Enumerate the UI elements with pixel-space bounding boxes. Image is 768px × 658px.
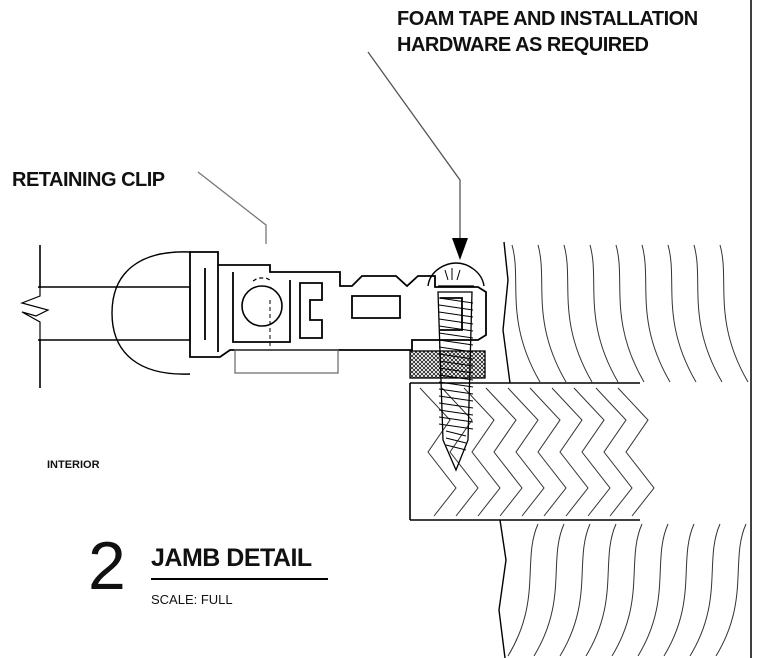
installation-screw [427, 262, 485, 472]
screw-thread [438, 360, 474, 367]
note-interior: INTERIOR [47, 459, 100, 471]
screw-thread [438, 297, 474, 304]
screw-thread [438, 304, 474, 311]
grain-line [485, 387, 523, 517]
detail-scale: SCALE: FULL [151, 592, 233, 607]
wood-stud-upper [502, 241, 511, 384]
leader-foam-tape [367, 51, 461, 240]
wood-stud-lower [498, 519, 507, 658]
screw-thread [438, 318, 474, 325]
grain-line [537, 244, 567, 383]
grain-line [719, 244, 749, 383]
note-foam-tape-line-2: HARDWARE AS REQUIRED [397, 34, 649, 56]
grain-line [667, 244, 697, 383]
screw-thread [438, 395, 474, 402]
break-line [20, 288, 50, 339]
grain-line [463, 387, 501, 517]
grain-line [563, 244, 593, 383]
wood-stud-lower-grain [507, 523, 747, 657]
grain-line [595, 387, 633, 517]
screw-thread [438, 339, 474, 346]
grain-line [551, 387, 589, 517]
grain-line [617, 387, 655, 517]
screw-thread [445, 430, 467, 437]
grain-line [585, 523, 617, 657]
grain-line [511, 244, 541, 383]
screw-thread [438, 402, 474, 409]
glazing-gasket [111, 251, 191, 375]
wood-jamb-grain [419, 387, 655, 517]
detail-number: 2 [88, 528, 126, 604]
leader-arrowhead [452, 238, 468, 260]
grain-line [637, 523, 669, 657]
glazing-panel [20, 245, 190, 388]
grain-line [441, 387, 479, 517]
screw-thread [438, 346, 474, 353]
grain-line [663, 523, 695, 657]
grain-line [529, 387, 567, 517]
grain-line [589, 244, 619, 383]
screw-thread [438, 332, 474, 339]
screw-thread [438, 353, 474, 360]
screw-thread [438, 381, 474, 388]
screw-thread [438, 311, 474, 318]
grain-line [641, 244, 671, 383]
retaining-clip-part [234, 349, 339, 374]
screw-thread [438, 325, 474, 332]
grain-line [559, 523, 591, 657]
wood-stud-upper-grain [511, 244, 749, 383]
grain-line [693, 244, 723, 383]
grain-line [419, 387, 457, 517]
screw-thread [438, 416, 474, 423]
grain-line [611, 523, 643, 657]
screw-thread [438, 388, 474, 395]
grain-line [689, 523, 721, 657]
note-retaining-clip: RETAINING CLIP [12, 169, 165, 191]
grain-line [573, 387, 611, 517]
screw-thread [438, 367, 474, 374]
screw-thread [445, 444, 467, 451]
leader-retaining-clip [197, 171, 267, 244]
detail-title: JAMB DETAIL [151, 544, 312, 572]
grain-line [615, 244, 645, 383]
grain-line [715, 523, 747, 657]
note-foam-tape-line-1: FOAM TAPE AND INSTALLATION [397, 8, 698, 30]
thermal-break-circle [241, 285, 283, 327]
grain-line [533, 523, 565, 657]
screw-thread [438, 374, 474, 381]
screw-thread [438, 409, 474, 416]
screw-thread [438, 423, 474, 430]
grain-line [507, 523, 539, 657]
aluminum-frame-extrusion [189, 251, 487, 358]
detail-title-underline [151, 578, 328, 580]
grain-line [507, 387, 545, 517]
screw-thread [445, 437, 467, 444]
